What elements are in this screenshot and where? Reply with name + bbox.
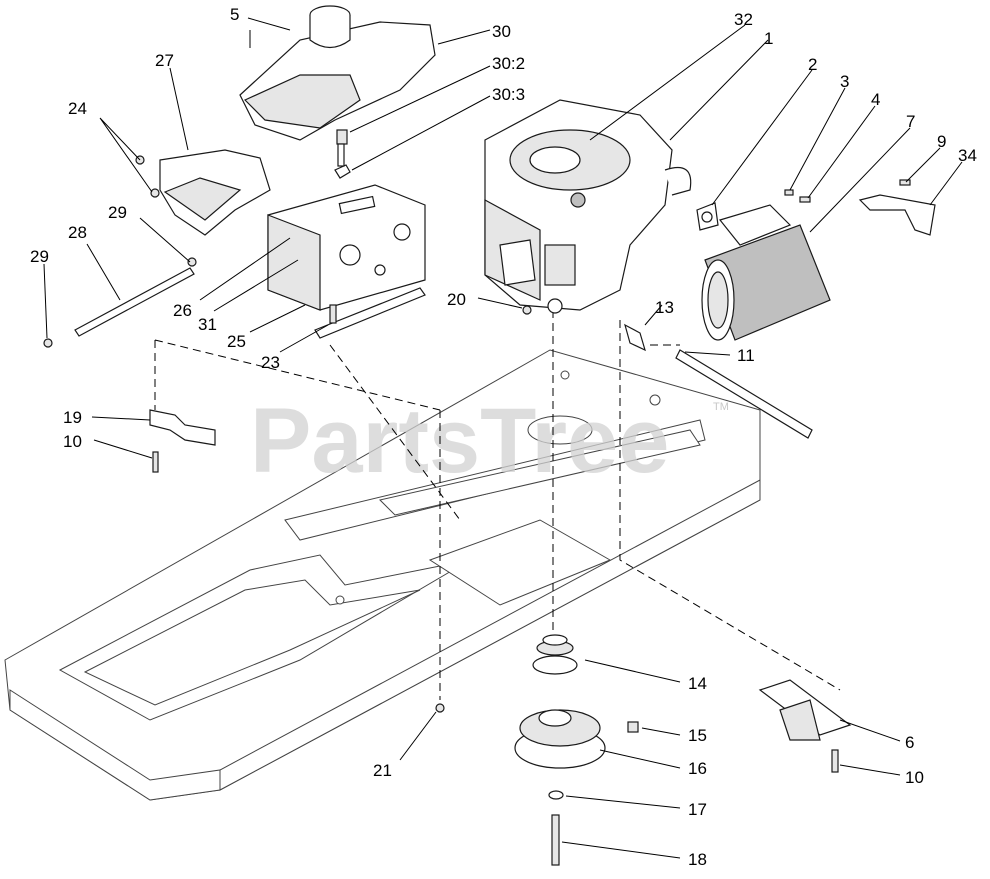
callout-23: 23 <box>261 353 280 372</box>
callout-5: 5 <box>230 5 239 24</box>
key <box>627 721 639 733</box>
tractor-frame <box>4 349 761 801</box>
callout-19: 19 <box>63 408 82 427</box>
callout-7: 7 <box>906 112 915 131</box>
callout-6: 6 <box>905 733 914 752</box>
callout-28: 28 <box>68 223 87 242</box>
gasket <box>696 202 719 231</box>
callout-14: 14 <box>688 674 707 693</box>
callout-10-right: 10 <box>905 768 924 787</box>
callout-31: 31 <box>198 315 217 334</box>
callout-13: 13 <box>655 298 674 317</box>
crankshaft-bolt <box>551 814 560 866</box>
tank-fitting-30-2 <box>336 129 348 145</box>
callout-30-3: 30:3 <box>492 85 525 104</box>
washer <box>548 790 564 800</box>
callout-9: 9 <box>937 132 946 151</box>
exhaust-bolts <box>784 189 811 203</box>
callout-15: 15 <box>688 726 707 745</box>
callout-11: 11 <box>737 346 755 365</box>
callout-27: 27 <box>155 51 174 70</box>
tank-fitting-30-3 <box>334 143 351 179</box>
callout-30-2: 30:2 <box>492 54 525 73</box>
callout-17: 17 <box>688 800 707 819</box>
callout-1: 1 <box>764 29 773 48</box>
assembly-lines <box>154 310 841 700</box>
callout-10-left: 10 <box>63 432 82 451</box>
callout-21: 21 <box>373 761 392 780</box>
nut-21 <box>435 703 445 713</box>
muffler-guard <box>858 179 936 236</box>
electric-clutch <box>514 709 606 769</box>
callout-24: 24 <box>68 99 87 118</box>
bracket-19 <box>149 409 216 473</box>
callout-3: 3 <box>840 72 849 91</box>
fuel-filter <box>624 323 646 352</box>
callout-2: 2 <box>808 55 817 74</box>
rod <box>74 267 195 337</box>
callout-29-upper: 29 <box>108 203 127 222</box>
pulley <box>532 634 578 675</box>
leader-lines <box>43 17 963 859</box>
callout-4: 4 <box>871 90 880 109</box>
callout-32: 32 <box>734 10 753 29</box>
watermark-text: PartsTree <box>250 390 669 492</box>
bracket-6 <box>758 679 852 773</box>
muffler <box>701 204 831 341</box>
callout-25: 25 <box>227 332 246 351</box>
callout-34: 34 <box>958 146 977 165</box>
bolt-23 <box>329 304 337 324</box>
heat-shield <box>159 149 271 236</box>
callout-30: 30 <box>492 22 511 41</box>
watermark-trademark: TM <box>713 401 729 413</box>
callout-labels: 5 30 30:2 30:3 27 24 29 28 29 26 31 25 2… <box>30 5 977 869</box>
nut-20 <box>522 305 532 315</box>
callout-16: 16 <box>688 759 707 778</box>
callout-20: 20 <box>447 290 466 309</box>
callout-18: 18 <box>688 850 707 869</box>
engine <box>484 99 692 314</box>
callout-29-lower: 29 <box>30 247 49 266</box>
fuel-line <box>675 349 813 439</box>
engine-bracket <box>267 184 426 339</box>
fuel-tank <box>239 5 436 141</box>
callout-26: 26 <box>173 301 192 320</box>
